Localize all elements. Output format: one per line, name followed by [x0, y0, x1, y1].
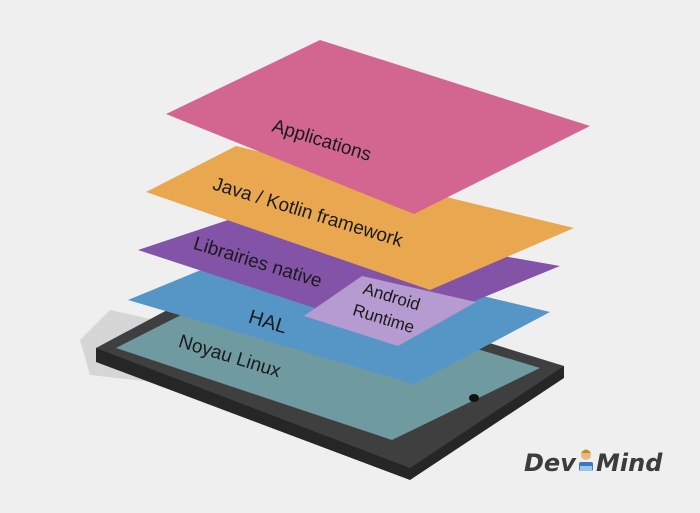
- layer-framework: [146, 146, 574, 290]
- devmind-logo: Dev Mind: [524, 449, 663, 477]
- home-button: [469, 394, 479, 402]
- layer-apps: [166, 40, 590, 214]
- logo-text-dev: Dev: [524, 449, 577, 477]
- logo-mascot-icon: [579, 449, 593, 471]
- layer-runtime: [304, 276, 476, 346]
- logo-text-mind: Mind: [596, 449, 663, 477]
